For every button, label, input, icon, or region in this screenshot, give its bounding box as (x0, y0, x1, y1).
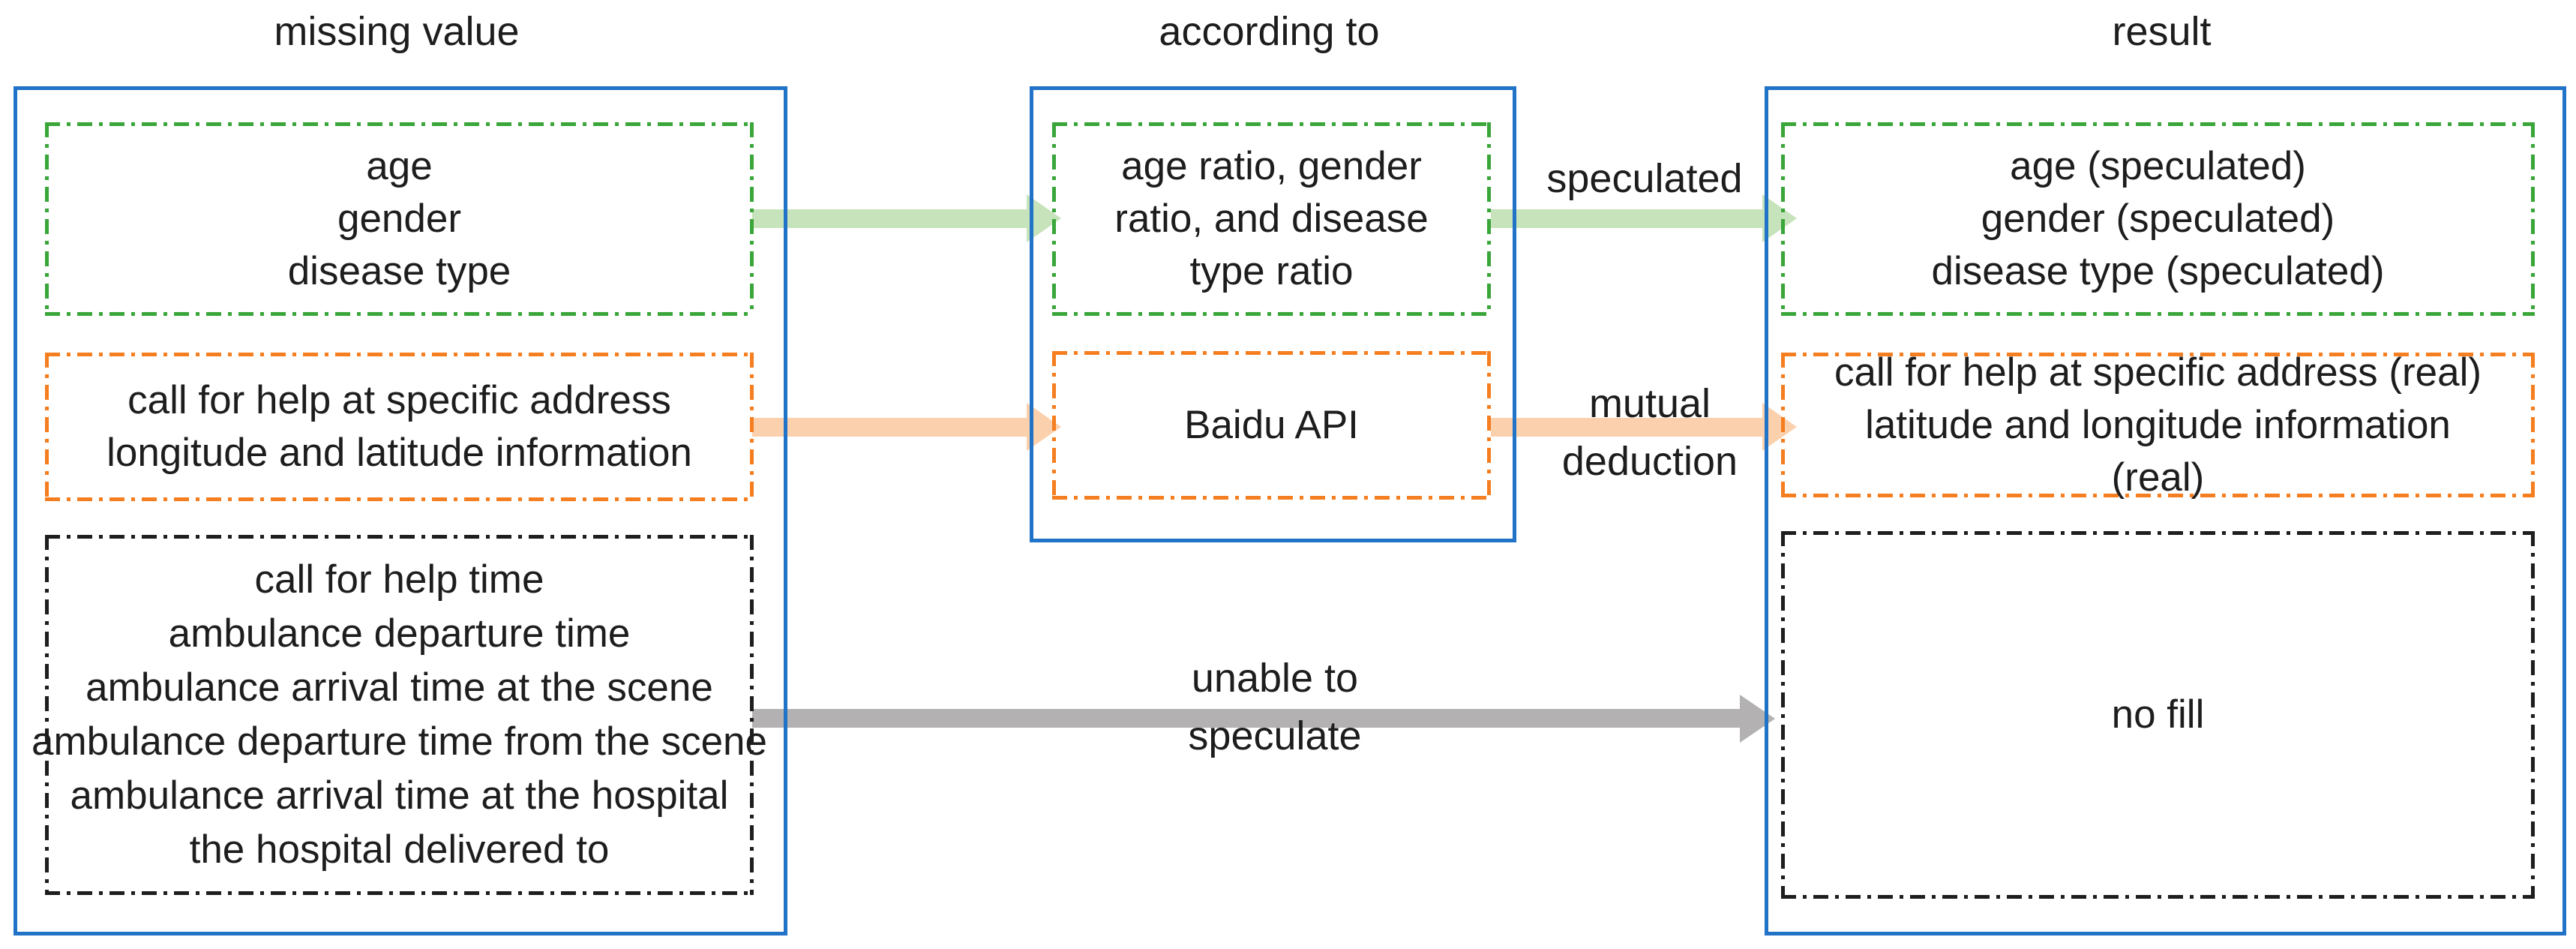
text-line: type ratio (1189, 249, 1354, 293)
text-line: call for help at specific address (127, 378, 671, 422)
result-speculated-box: age (speculated) gender (speculated) dis… (1781, 122, 2535, 316)
text-line: age ratio, gender (1121, 144, 1422, 188)
result-no-fill-box: no fill (1781, 531, 2535, 899)
result-panel: age (speculated) gender (speculated) dis… (1765, 86, 2566, 935)
arrow-head (1740, 695, 1775, 743)
column-title-missing-value: missing value (274, 9, 520, 54)
text-line: gender (speculated) (1981, 197, 2335, 241)
text-line: Baidu API (1184, 403, 1359, 447)
text-line: latitude and longitude information (1865, 402, 2451, 447)
arrow-label-unable-to-speculate: unable to speculate (1188, 656, 1362, 758)
arrow-shaft (752, 418, 1030, 437)
according-ratios-box: age ratio, gender ratio, and disease typ… (1052, 122, 1491, 316)
text-line: ambulance departure time (168, 611, 631, 656)
text-line: ambulance arrival time at the hospital (70, 773, 729, 818)
missing-location-box: call for help at specific address longit… (45, 353, 754, 501)
text-line: disease type (287, 249, 511, 293)
text-line: longitude and latitude information (106, 431, 692, 475)
text-line: age (speculated) (2010, 144, 2306, 188)
missing-times-box: call for help time ambulance departure t… (31, 535, 767, 895)
arrow-shaft (1491, 418, 1764, 437)
arrow-shaft (752, 709, 1741, 728)
arrow-label-line: mutual (1588, 381, 1711, 426)
arrow-shaft (752, 209, 1030, 228)
text-line: ratio, and disease (1114, 197, 1429, 241)
text-line: no fill (2111, 692, 2205, 737)
text-line: disease type (speculated) (1931, 249, 2385, 293)
text-line: gender (337, 197, 462, 241)
missing-value-panel: age gender disease type call for help at… (13, 86, 787, 935)
arrow-label-mutual-deduction: mutual deduction (1500, 375, 1800, 491)
text-line: (real) (2111, 455, 2205, 500)
arrow-label-line: deduction (1561, 439, 1738, 484)
arrow-shaft (1491, 209, 1764, 228)
result-location-real-box: call for help at specific address (real)… (1781, 350, 2535, 500)
missing-demographics-box: age gender disease type (45, 122, 754, 316)
arrow-label-speculated: speculated (1546, 156, 1743, 201)
text-line: call for help at specific address (real) (1834, 350, 2482, 395)
text-line: the hospital delivered to (189, 827, 610, 872)
text-line: call for help time (254, 557, 544, 602)
according-to-panel: age ratio, gender ratio, and disease typ… (1030, 86, 1516, 542)
text-line: ambulance arrival time at the scene (85, 665, 713, 710)
according-baidu-api-box: Baidu API (1052, 351, 1491, 500)
text-line: ambulance departure time from the scene (31, 719, 768, 764)
text-line: age (366, 144, 433, 188)
column-title-result: result (2112, 9, 2212, 54)
column-title-according-to: according to (1159, 9, 1380, 54)
